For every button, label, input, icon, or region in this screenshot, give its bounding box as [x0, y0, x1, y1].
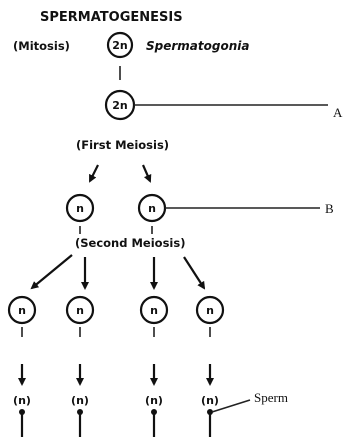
spermatid-cell: n: [7, 295, 37, 325]
spermatogonium-ploidy: 2n: [112, 39, 128, 52]
mitosis-label: (Mitosis): [13, 39, 70, 53]
sperm-ploidy: (n): [201, 394, 219, 407]
sperm-cell: (n): [201, 394, 219, 437]
primary-spermatocyte-cell: 2n: [104, 89, 136, 121]
spermatid-cell: n: [139, 295, 169, 325]
sperm-ploidy: (n): [71, 394, 89, 407]
arrow: [183, 256, 206, 290]
sperm-cell: (n): [145, 394, 163, 437]
sperm-cell: (n): [13, 394, 31, 437]
spermatid-ploidy: n: [150, 304, 158, 317]
secondary-spermatocyte-cell: n: [137, 193, 167, 223]
first-meiosis-label: (First Meiosis): [76, 138, 169, 152]
spermatid-ploidy: n: [18, 304, 26, 317]
label-line-sperm: [211, 399, 251, 413]
arrow: [141, 164, 152, 183]
second-meiosis-label: (Second Meiosis): [75, 236, 185, 250]
secondary-spermatocyte-cell: n: [65, 193, 95, 223]
spermatogonia-label: Spermatogonia: [146, 39, 249, 53]
spermatid-cell: n: [195, 295, 225, 325]
label-b: B: [325, 201, 334, 216]
diagram-title: SPERMATOGENESIS: [40, 10, 183, 25]
spermatid-ploidy: n: [76, 304, 84, 317]
arrow: [89, 164, 99, 183]
sperm-ploidy: (n): [145, 394, 163, 407]
label-a: A: [333, 105, 343, 120]
secondary-ploidy: n: [76, 202, 84, 215]
sperm-cell: (n): [71, 394, 89, 437]
label-sperm: Sperm: [254, 390, 288, 405]
sperm-ploidy: (n): [13, 394, 31, 407]
spermatid-cell: n: [65, 295, 95, 325]
primary-ploidy: 2n: [112, 99, 128, 112]
spermatogonium-cell: 2n: [106, 31, 134, 59]
arrow: [30, 254, 73, 290]
spermatid-ploidy: n: [206, 304, 214, 317]
secondary-ploidy: n: [148, 202, 156, 215]
